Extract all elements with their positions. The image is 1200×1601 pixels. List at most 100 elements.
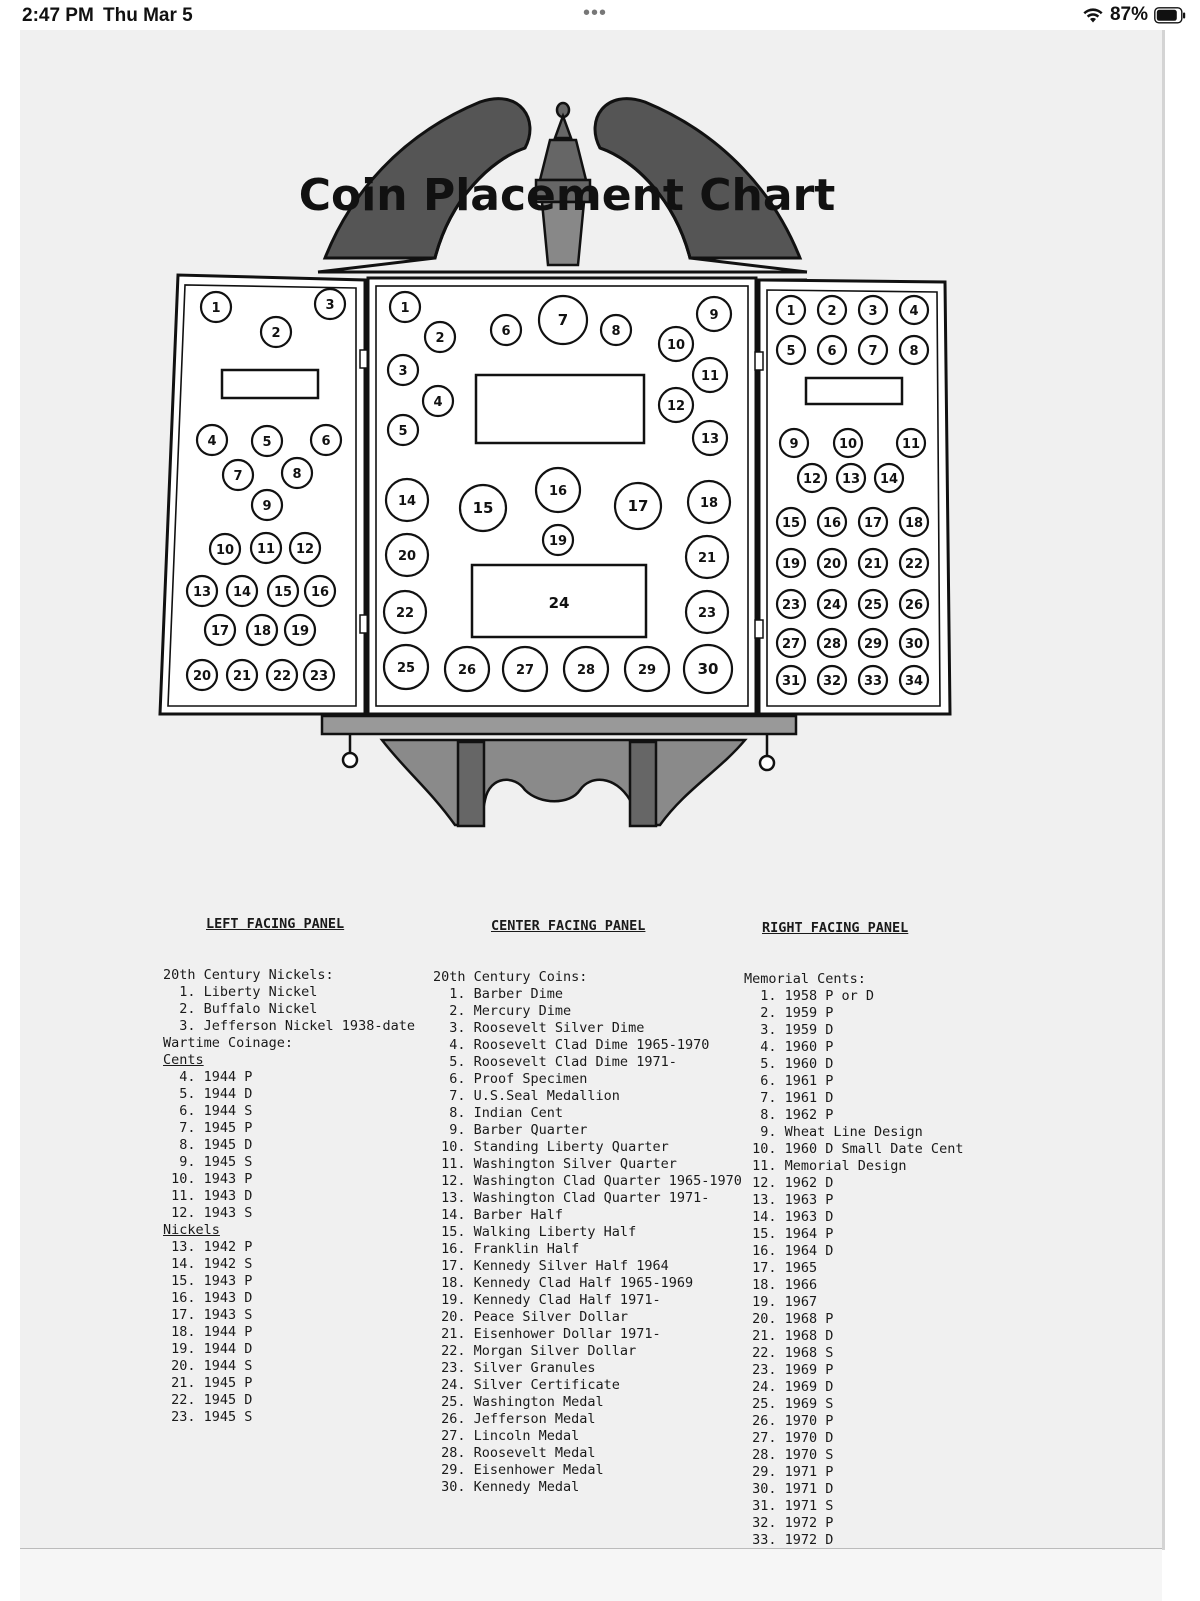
legend-line: 26. Jefferson Medal	[433, 1411, 596, 1427]
coin-slot: 9	[778, 427, 810, 459]
coin-slot: 1	[775, 294, 807, 326]
coin-slot: 20	[384, 532, 430, 578]
coin-slot: 4	[421, 384, 455, 418]
scanned-page: Coin Placement Chart 24	[20, 30, 1165, 1565]
legend-line: 13. 1963 P	[744, 1192, 834, 1208]
coin-slot: 16	[303, 574, 337, 608]
coin-number: 18	[905, 516, 923, 531]
coin-slot: 23	[775, 588, 807, 620]
coin-number: 33	[864, 674, 882, 689]
coin-slot: 17	[203, 613, 237, 647]
legend-line: 17. Kennedy Silver Half 1964	[433, 1258, 669, 1274]
legend-line: 22. 1945 D	[163, 1392, 253, 1408]
legend-line: 11. Washington Silver Quarter	[433, 1156, 677, 1172]
coin-number: 22	[396, 606, 414, 621]
coin-slot: 23	[684, 589, 730, 635]
coin-slot: 15	[458, 483, 508, 533]
legend-line: 1. Liberty Nickel	[163, 984, 318, 1000]
legend-line: 5. 1944 D	[163, 1086, 253, 1102]
cabinet-pediment	[317, 97, 808, 282]
coin-slot: 7	[537, 294, 589, 346]
legend-line: 18. 1944 P	[163, 1324, 253, 1340]
coin-number: 9	[789, 437, 798, 452]
legend-line: 11. 1943 D	[163, 1188, 253, 1204]
coin-slot: 22	[898, 547, 930, 579]
coin-slot: 33	[857, 664, 889, 696]
coin-number: 10	[839, 437, 857, 452]
coin-slot: 12	[288, 531, 322, 565]
coin-slot: 4	[195, 423, 229, 457]
coin-number: 20	[193, 669, 211, 684]
coin-number: 4	[207, 434, 216, 449]
coin-number: 5	[786, 344, 795, 359]
coin-slot: 16	[534, 466, 582, 514]
legend-line: 31. 1971 S	[744, 1498, 834, 1514]
coin-slot: 11	[895, 427, 927, 459]
legend-line: 30. 1971 D	[744, 1481, 834, 1497]
coin-slot: 4	[898, 294, 930, 326]
coin-number: 10	[667, 338, 685, 353]
legend-line: 29. 1971 P	[744, 1464, 834, 1480]
coin-number: 32	[823, 674, 841, 689]
coin-number: 25	[397, 661, 415, 676]
coin-number: 17	[211, 624, 229, 639]
coin-slot: 21	[225, 658, 259, 692]
coin-number: 17	[864, 516, 882, 531]
coin-slot: 26	[443, 645, 491, 693]
coin-slot: 6	[489, 313, 523, 347]
legend-line: 6. Proof Specimen	[433, 1071, 588, 1087]
legend-line: 3. 1959 D	[744, 1022, 834, 1038]
legend-line: 23. 1945 S	[163, 1409, 253, 1425]
right-label-box	[804, 376, 904, 406]
legend-line: 30. Kennedy Medal	[433, 1479, 580, 1495]
coin-slot: 18	[898, 506, 930, 538]
legend-line: Memorial Cents:	[744, 971, 866, 987]
legend-line: 32. 1972 P	[744, 1515, 834, 1531]
center-box-24-label: 24	[549, 594, 570, 612]
coin-number: 11	[902, 437, 920, 452]
multitasking-dots[interactable]: •••	[583, 2, 608, 24]
coin-slot: 1	[199, 290, 233, 324]
page-bottom-edge	[20, 1548, 1162, 1601]
battery-icon	[1154, 6, 1186, 24]
coin-slot: 15	[266, 574, 300, 608]
legend-line: 16. 1943 D	[163, 1290, 253, 1306]
coin-slot: 2	[816, 294, 848, 326]
legend-line: 14. 1963 D	[744, 1209, 834, 1225]
legend-line: 12. 1962 D	[744, 1175, 834, 1191]
legend-line: 25. 1969 S	[744, 1396, 834, 1412]
coin-number: 16	[823, 516, 841, 531]
legend-line: 14. 1942 S	[163, 1256, 253, 1272]
legend-line: 14. Barber Half	[433, 1207, 564, 1223]
legend-line: 12. 1943 S	[163, 1205, 253, 1221]
coin-slot: 26	[898, 588, 930, 620]
legend-line: 23. 1969 P	[744, 1362, 834, 1378]
coin-slot: 15	[775, 506, 807, 538]
coin-slot: 14	[384, 477, 430, 523]
right-panel-lines: Memorial Cents: 1. 1958 P or D 2. 1959 P…	[744, 971, 974, 1566]
coin-number: 17	[628, 497, 649, 515]
legend-line: 16. Franklin Half	[433, 1241, 580, 1257]
legend-line: 5. Roosevelt Clad Dime 1971-	[433, 1054, 677, 1070]
legend-line: 9. 1945 S	[163, 1154, 253, 1170]
coin-number: 4	[909, 304, 918, 319]
coin-number: 30	[698, 660, 719, 678]
legend-line: 33. 1972 D	[744, 1532, 834, 1548]
legend-line: 13. Washington Clad Quarter 1971-	[433, 1190, 710, 1206]
coin-slot: 18	[245, 613, 279, 647]
coin-slot: 16	[816, 506, 848, 538]
coin-number: 19	[549, 534, 567, 549]
legend-line: 28. Roosevelt Medal	[433, 1445, 596, 1461]
coin-number: 12	[296, 542, 314, 557]
status-time: 2:47 PM	[22, 5, 94, 26]
left-label-box	[220, 368, 320, 400]
legend-line: 21. 1968 D	[744, 1328, 834, 1344]
center-panel-legend: CENTER FACING PANEL 20th Century Coins: …	[433, 884, 743, 1530]
coin-number: 14	[880, 472, 898, 487]
coin-number: 2	[827, 304, 836, 319]
coin-number: 12	[667, 399, 685, 414]
coin-slot: 29	[857, 627, 889, 659]
legend-line: 18. Kennedy Clad Half 1965-1969	[433, 1275, 694, 1291]
coin-slot: 2	[259, 315, 293, 349]
